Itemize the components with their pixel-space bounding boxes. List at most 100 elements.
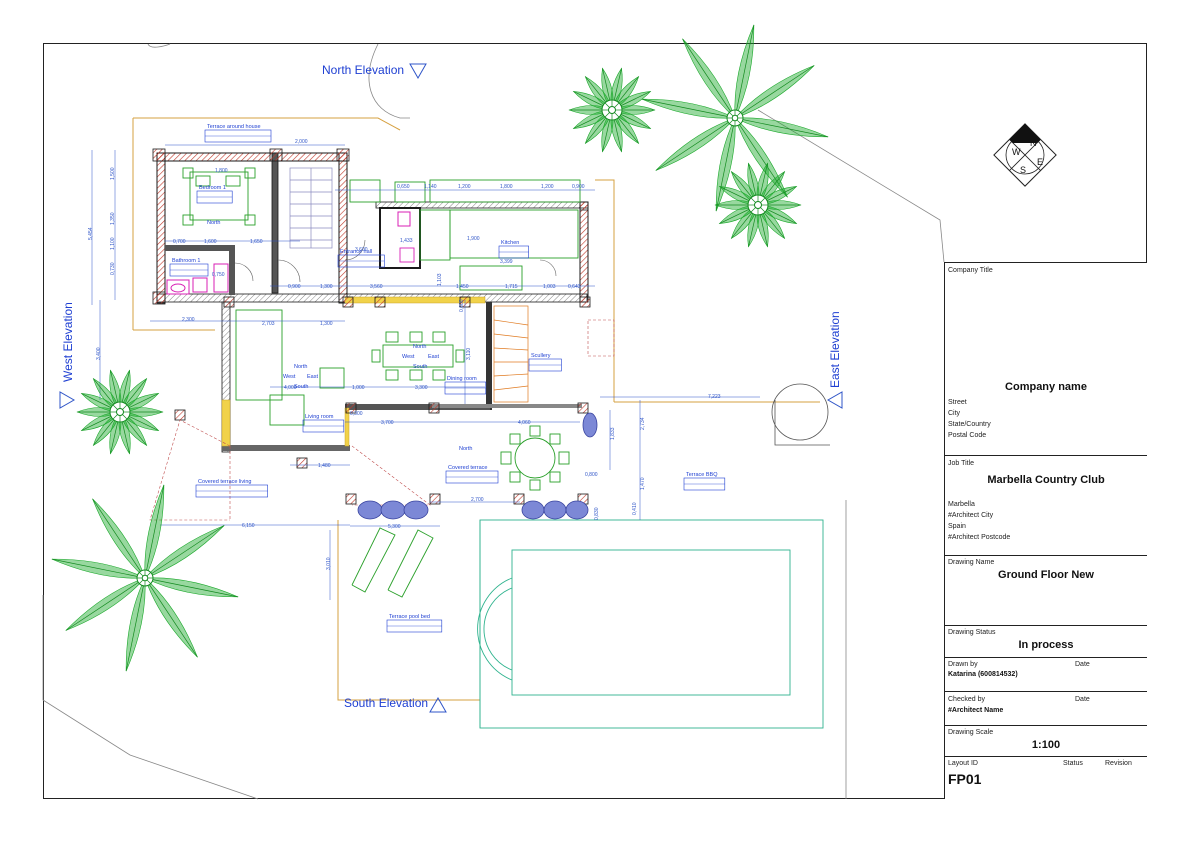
dimension-text: 1,480 [318, 463, 331, 469]
dimension-text: 1,600 [204, 239, 217, 245]
palm-trunk-core [141, 574, 149, 582]
bbq-feature [771, 383, 830, 446]
furniture [182, 167, 581, 598]
layout-id: FP01 [948, 771, 982, 787]
dimension-text: 1,140 [424, 184, 437, 190]
room-label-bedroom: Bedroom 1 [199, 185, 226, 191]
palm-trunk-core [731, 114, 739, 122]
city: City [948, 410, 961, 417]
dimension-text: 1,433 [400, 238, 413, 244]
dimension-text-vertical: 0,600 [459, 299, 465, 312]
south-elevation-label: South Elevation [344, 696, 429, 710]
room-label-covered-terrace: Covered terrace [448, 465, 487, 471]
dimension-text: 0,700 [173, 239, 186, 245]
company-title-label: Company Title [948, 267, 993, 274]
orient-east-dining: East [428, 354, 439, 360]
dimension-text-vertical: 0,730 [110, 262, 116, 275]
job-section: Job Title Marbella Country Club Marbella… [945, 456, 1147, 556]
dimension-text: 1,003 [543, 284, 556, 290]
dimension-text: 1,900 [467, 236, 480, 242]
dimension-text: 2,300 [182, 317, 195, 323]
job-architect-city: #Architect City [948, 512, 994, 519]
dimension-text: 3,399 [500, 259, 513, 265]
layout-id-label: Layout ID [948, 760, 978, 767]
orient-west-dining: West [402, 354, 415, 360]
dimension-text: 2,700 [471, 497, 484, 503]
room-label-terrace-around: Terrace around house [207, 124, 261, 130]
dimension-text: 1,200 [541, 184, 554, 190]
bathroom-fixtures [166, 211, 411, 295]
dimension-text-vertical: 1,500 [110, 167, 116, 180]
job-title-label: Job Title [948, 460, 975, 467]
title-block: Company Title Company name Street City S… [944, 262, 1147, 799]
drawing-name: Ground Floor New [998, 569, 1094, 581]
job-architect-postcode: #Architect Postcode [948, 534, 1011, 541]
terrace-strips [221, 296, 486, 447]
dimension-text-vertical: 5,454 [88, 227, 94, 240]
dimension-text: 5,300 [388, 524, 401, 530]
compass-n: N [1030, 138, 1037, 148]
palm-frond-rib [734, 24, 755, 119]
east-elevation-label: East Elevation [828, 311, 842, 388]
company-section: Company Title Company name Street City S… [945, 263, 1147, 456]
orient-north-terrace: North [459, 446, 472, 452]
palm-frond-rib [682, 38, 736, 119]
drawing-status-label: Drawing Status [948, 629, 996, 636]
palm-frond-rib [144, 484, 165, 579]
state-country: State/Country [948, 421, 991, 428]
job-title: Marbella Country Club [987, 474, 1105, 486]
dimension-text: 3,600 [355, 247, 368, 253]
drawn-date-label: Date [1075, 661, 1090, 668]
job-city: Marbella [948, 501, 975, 508]
drawn-by-section: Drawn by Date Katarina (600814532) [945, 658, 1147, 692]
dimension-text: 1,715 [505, 284, 518, 290]
drawing-name-section: Drawing Name Ground Floor New [945, 556, 1147, 626]
columns [152, 148, 591, 505]
orient-south-living: South [294, 384, 308, 390]
dimension-text: 0,750 [212, 272, 225, 278]
dimension-text: 2,000 [295, 139, 308, 145]
checked-date-label: Date [1075, 696, 1090, 703]
dimension-text-vertical: 1,350 [110, 212, 116, 225]
site-boundary [42, 43, 945, 800]
room-label-kitchen: Kitchen [501, 240, 519, 246]
dimension-text-vertical: 2,734 [640, 417, 646, 430]
dimension-text: 4,060 [518, 420, 531, 426]
dimension-text: 0,300 [350, 411, 363, 417]
dimension-text: 3,560 [370, 284, 383, 290]
compass [993, 123, 1057, 187]
palm-frond-rib [734, 117, 788, 198]
palm-frond-rib [144, 577, 198, 658]
dimension-text: 1,000 [352, 385, 365, 391]
shrubs [357, 412, 598, 520]
palm-trunk-core [608, 106, 616, 114]
orient-east-living: East [307, 374, 318, 380]
drawing-name-label: Drawing Name [948, 559, 995, 566]
dimension-text-vertical: 3,010 [326, 557, 332, 570]
palm-frond-rib [641, 98, 736, 119]
palm-frond-rib [715, 117, 736, 212]
dimension-text: 1,650 [250, 239, 263, 245]
room-label-terrace-pool: Terrace pool bed [389, 614, 430, 620]
dimension-text: 1,300 [320, 321, 333, 327]
dimension-lines [91, 144, 760, 600]
palm-frond-rib [734, 117, 829, 138]
terrace-outline [132, 117, 820, 701]
layout-section: Layout ID Status Revision FP01 [945, 757, 1147, 800]
room-label-bathroom: Bathroom 1 [172, 258, 200, 264]
north-elevation-label: North Elevation [322, 63, 405, 77]
palm-frond-rib [92, 498, 146, 579]
company-name: Company name [1005, 381, 1087, 393]
dimension-text: 0,650 [397, 184, 410, 190]
palm-frond-rib [734, 65, 815, 119]
orient-west-living: West [283, 374, 296, 380]
revision-label: Revision [1105, 760, 1132, 767]
palm-tree [51, 484, 239, 672]
job-country: Spain [948, 523, 966, 530]
palm-tree [641, 24, 829, 212]
dimension-text: 1,450 [456, 284, 469, 290]
drawing-status-section: Drawing Status In process [945, 626, 1147, 658]
door-swings [234, 239, 557, 283]
